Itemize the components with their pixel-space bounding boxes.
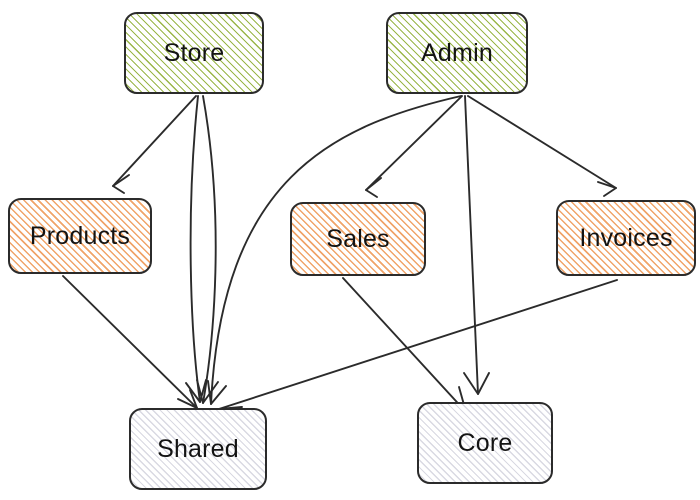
edge-admin-to-core [463, 95, 490, 395]
arrowhead [196, 379, 219, 404]
node-label-products: Products [29, 221, 131, 250]
edge-products-to-shared [62, 275, 198, 409]
node-products[interactable]: Products [8, 198, 152, 274]
node-admin[interactable]: Admin [386, 12, 528, 94]
edge-store-to-shared [196, 95, 219, 404]
arrowhead [177, 389, 198, 409]
arrowhead [207, 380, 227, 405]
edge-store-to-shared [185, 95, 207, 403]
edge-store-to-products [112, 95, 197, 194]
node-label-core: Core [457, 428, 513, 457]
edge-invoices-to-shared [218, 279, 618, 418]
node-label-shared: Shared [157, 434, 239, 463]
node-label-invoices: Invoices [579, 223, 673, 252]
node-label-sales: Sales [326, 224, 390, 253]
arrowhead [463, 372, 490, 395]
edge-admin-to-sales [365, 95, 463, 198]
edge-admin-to-invoices [467, 95, 617, 197]
node-invoices[interactable]: Invoices [556, 200, 696, 276]
node-label-admin: Admin [421, 38, 493, 67]
arrowhead [185, 379, 207, 403]
arrowhead [365, 177, 382, 198]
edge-sales-to-core [342, 277, 467, 413]
node-core[interactable]: Core [417, 402, 553, 484]
node-store[interactable]: Store [124, 12, 264, 94]
node-sales[interactable]: Sales [290, 202, 426, 276]
node-shared[interactable]: Shared [129, 408, 267, 490]
arrowhead [597, 181, 617, 197]
arrowhead [112, 174, 130, 194]
node-label-store: Store [163, 38, 225, 67]
